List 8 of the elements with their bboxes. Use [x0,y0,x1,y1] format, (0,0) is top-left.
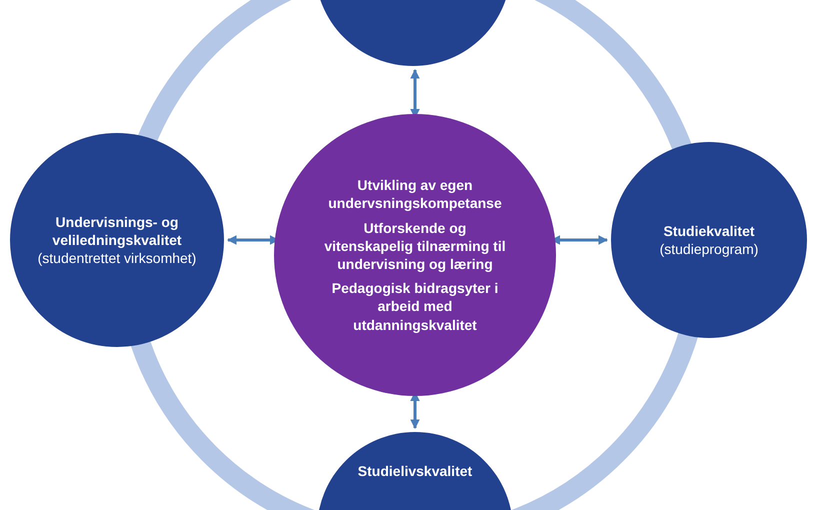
node-subtitle: (studieprogram) [660,240,758,258]
node-title: Pedagogisk bidragsyter i arbeid med utdanningskvalitet [330,279,500,334]
node-title: Studielivskvalitet [358,462,472,480]
node-title: Utvikling av egen undervsningskompetanse [327,176,503,213]
node-subtitle: (studentrettet virksomhet) [38,249,196,268]
node-title: Studiekvalitet [663,222,755,240]
node-title: Undervisnings- og veliledningskvalitet [51,212,183,250]
node-title: Utforskende og vitenskapelig tilnærming til undervisning og læring [323,218,507,274]
